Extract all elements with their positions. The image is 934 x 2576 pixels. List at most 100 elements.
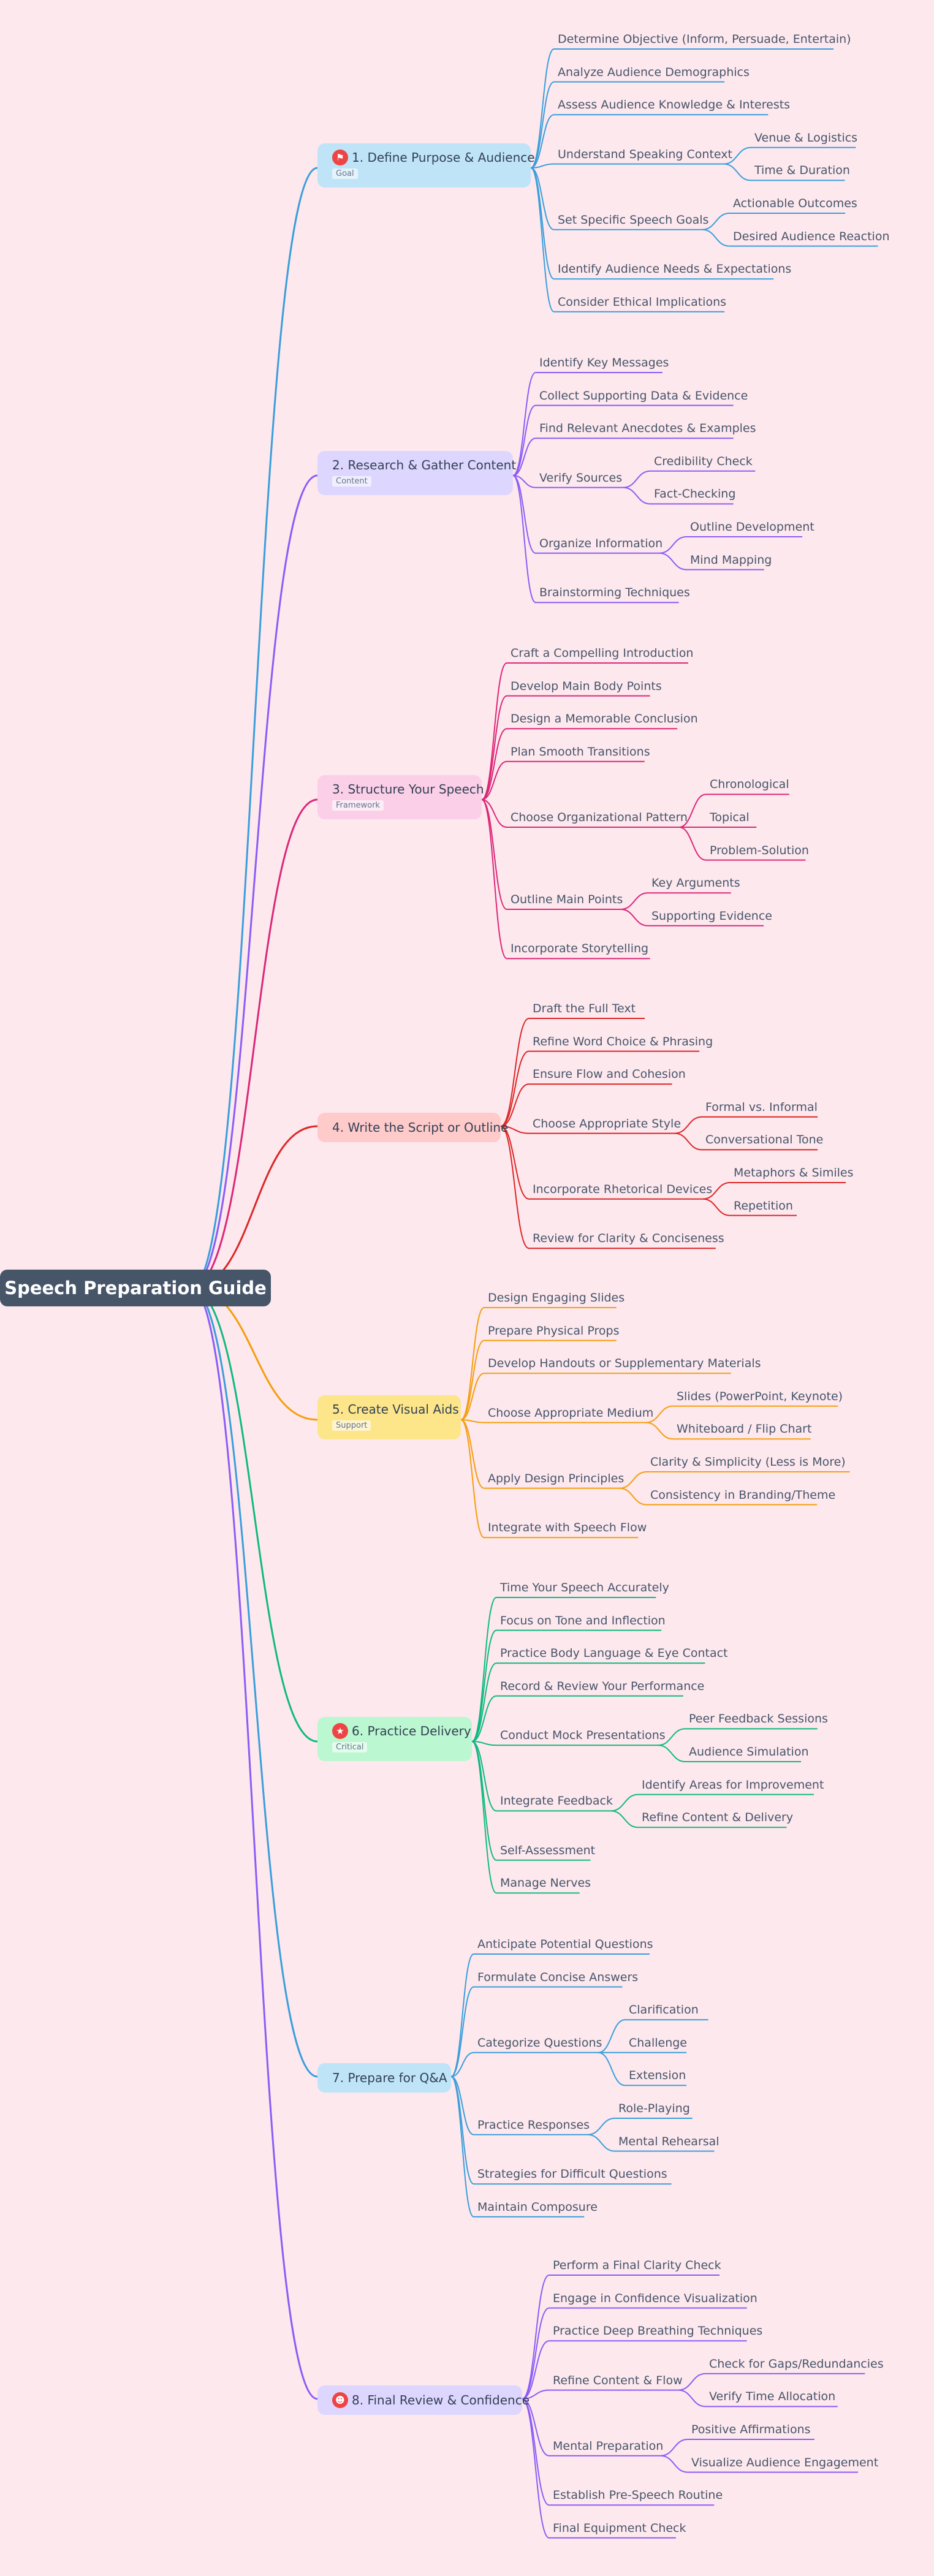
leaf-node-credibility-check[interactable]: Credibility Check xyxy=(654,454,753,468)
connector-line xyxy=(450,2076,474,2218)
leaf-node-peer-feedback-sessions[interactable]: Peer Feedback Sessions xyxy=(689,1712,828,1726)
child-node-practice-deep-breathing-techniques[interactable]: Practice Deep Breathing Techniques xyxy=(553,2324,763,2338)
child-node-categorize-questions[interactable]: Categorize Questions xyxy=(477,2036,602,2050)
child-node-incorporate-rhetorical-devices[interactable]: Incorporate Rhetorical Devices xyxy=(533,1182,713,1196)
child-node-focus-on-tone-and-inflection[interactable]: Focus on Tone and Inflection xyxy=(500,1613,666,1627)
child-node-choose-appropriate-medium[interactable]: Choose Appropriate Medium xyxy=(488,1406,654,1420)
root-node[interactable]: Speech Preparation Guide xyxy=(0,1270,271,1306)
child-node-engage-in-confidence-visualization[interactable]: Engage in Confidence Visualization xyxy=(553,2291,757,2305)
leaf-node-mental-rehearsal[interactable]: Mental Rehearsal xyxy=(618,2134,719,2148)
child-node-mental-preparation[interactable]: Mental Preparation xyxy=(553,2439,664,2453)
child-node-integrate-with-speech-flow[interactable]: Integrate with Speech Flow xyxy=(488,1521,647,1535)
branch-node-4[interactable]: 4. Write the Script or Outline xyxy=(317,1113,508,1142)
child-node-review-for-clarity-conciseness[interactable]: Review for Clarity & Conciseness xyxy=(533,1232,724,1246)
child-node-design-a-memorable-conclusion[interactable]: Design a Memorable Conclusion xyxy=(511,712,698,726)
child-node-time-your-speech-accurately[interactable]: Time Your Speech Accurately xyxy=(500,1581,669,1594)
leaf-node-key-arguments[interactable]: Key Arguments xyxy=(651,876,740,890)
child-node-develop-main-body-points[interactable]: Develop Main Body Points xyxy=(511,679,662,693)
leaf-node-check-for-gaps-redundancies[interactable]: Check for Gaps/Redundancies xyxy=(709,2357,884,2371)
child-node-ensure-flow-and-cohesion[interactable]: Ensure Flow and Cohesion xyxy=(533,1067,686,1082)
child-node-integrate-feedback[interactable]: Integrate Feedback xyxy=(500,1794,613,1808)
child-node-determine-objective-inform-persuade-entertain[interactable]: Determine Objective (Inform, Persuade, E… xyxy=(558,32,851,46)
child-node-find-relevant-anecdotes-examples[interactable]: Find Relevant Anecdotes & Examples xyxy=(539,422,756,436)
child-node-draft-the-full-text[interactable]: Draft the Full Text xyxy=(533,1002,636,1015)
child-node-identify-audience-needs-expectations[interactable]: Identify Audience Needs & Expectations xyxy=(558,262,792,276)
leaf-node-topical[interactable]: Topical xyxy=(710,811,750,824)
child-node-verify-sources[interactable]: Verify Sources xyxy=(539,471,623,485)
leaf-node-verify-time-allocation[interactable]: Verify Time Allocation xyxy=(709,2390,836,2404)
leaf-node-consistency-in-branding-theme[interactable]: Consistency in Branding/Theme xyxy=(650,1488,836,1502)
leaf-node-positive-affirmations[interactable]: Positive Affirmations xyxy=(691,2423,811,2436)
leaf-node-supporting-evidence[interactable]: Supporting Evidence xyxy=(651,909,772,923)
child-node-choose-appropriate-style[interactable]: Choose Appropriate Style xyxy=(533,1116,682,1131)
child-node-set-specific-speech-goals[interactable]: Set Specific Speech Goals xyxy=(558,213,709,227)
leaf-node-clarity-simplicity-less-is-more[interactable]: Clarity & Simplicity (Less is More) xyxy=(650,1455,846,1469)
leaf-node-metaphors-similes[interactable]: Metaphors & Similes xyxy=(734,1166,854,1180)
branch-node-8[interactable]: ☻8. Final Review & Confidence xyxy=(317,2385,530,2415)
child-node-organize-information[interactable]: Organize Information xyxy=(539,536,663,550)
child-node-refine-content-flow[interactable]: Refine Content & Flow xyxy=(553,2373,683,2387)
child-node-strategies-for-difficult-questions[interactable]: Strategies for Difficult Questions xyxy=(477,2167,667,2181)
leaf-node-conversational-tone[interactable]: Conversational Tone xyxy=(705,1133,824,1147)
child-node-consider-ethical-implications[interactable]: Consider Ethical Implications xyxy=(558,295,727,309)
child-node-formulate-concise-answers[interactable]: Formulate Concise Answers xyxy=(477,1970,639,1984)
child-node-apply-design-principles[interactable]: Apply Design Principles xyxy=(488,1471,625,1485)
leaf-node-fact-checking[interactable]: Fact-Checking xyxy=(654,487,736,501)
leaf-node-actionable-outcomes[interactable]: Actionable Outcomes xyxy=(733,197,857,210)
child-node-outline-main-points[interactable]: Outline Main Points xyxy=(511,893,623,906)
child-node-record-review-your-performance[interactable]: Record & Review Your Performance xyxy=(500,1679,705,1693)
child-node-prepare-physical-props[interactable]: Prepare Physical Props xyxy=(488,1324,620,1338)
leaf-node-problem-solution[interactable]: Problem-Solution xyxy=(710,843,809,857)
child-node-assess-audience-knowledge-interests[interactable]: Assess Audience Knowledge & Interests xyxy=(558,98,791,112)
child-node-brainstorming-techniques[interactable]: Brainstorming Techniques xyxy=(539,586,690,600)
leaf-node-outline-development[interactable]: Outline Development xyxy=(690,520,814,534)
connector-line xyxy=(645,1422,674,1440)
child-node-develop-handouts-or-supplementary-materials[interactable]: Develop Handouts or Supplementary Materi… xyxy=(488,1357,761,1371)
leaf-node-audience-simulation[interactable]: Audience Simulation xyxy=(689,1745,809,1759)
leaf-node-repetition[interactable]: Repetition xyxy=(734,1199,793,1213)
connector-line xyxy=(678,794,707,828)
child-node-understand-speaking-context[interactable]: Understand Speaking Context xyxy=(558,147,732,161)
child-node-craft-a-compelling-introduction[interactable]: Craft a Compelling Introduction xyxy=(511,646,694,660)
leaf-node-chronological[interactable]: Chronological xyxy=(710,778,789,792)
leaf-node-refine-content-delivery[interactable]: Refine Content & Delivery xyxy=(642,1811,794,1825)
child-node-refine-word-choice-phrasing[interactable]: Refine Word Choice & Phrasing xyxy=(533,1034,713,1048)
child-node-collect-supporting-data-evidence[interactable]: Collect Supporting Data & Evidence xyxy=(539,388,748,403)
leaf-node-whiteboard-flip-chart[interactable]: Whiteboard / Flip Chart xyxy=(677,1422,812,1436)
child-node-choose-organizational-pattern[interactable]: Choose Organizational Pattern xyxy=(511,811,688,824)
leaf-node-desired-audience-reaction[interactable]: Desired Audience Reaction xyxy=(733,229,890,243)
leaf-node-venue-logistics[interactable]: Venue & Logistics xyxy=(754,131,858,145)
leaf-node-formal-vs-informal[interactable]: Formal vs. Informal xyxy=(705,1100,818,1114)
leaf-node-identify-areas-for-improvement[interactable]: Identify Areas for Improvement xyxy=(642,1778,824,1792)
child-node-conduct-mock-presentations[interactable]: Conduct Mock Presentations xyxy=(500,1729,666,1743)
child-node-practice-body-language-eye-contact[interactable]: Practice Body Language & Eye Contact xyxy=(500,1646,728,1661)
leaf-node-mind-mapping[interactable]: Mind Mapping xyxy=(690,553,772,567)
child-node-identify-key-messages[interactable]: Identify Key Messages xyxy=(539,356,669,369)
leaf-node-challenge[interactable]: Challenge xyxy=(629,2036,687,2050)
child-node-final-equipment-check[interactable]: Final Equipment Check xyxy=(553,2521,686,2535)
child-node-analyze-audience-demographics[interactable]: Analyze Audience Demographics xyxy=(558,65,750,79)
child-node-self-assessment[interactable]: Self-Assessment xyxy=(500,1843,596,1857)
branch-node-7[interactable]: 7. Prepare for Q&A xyxy=(317,2063,451,2093)
child-node-manage-nerves[interactable]: Manage Nerves xyxy=(500,1876,591,1890)
leaf-node-visualize-audience-engagement[interactable]: Visualize Audience Engagement xyxy=(691,2455,879,2469)
child-node-perform-a-final-clarity-check[interactable]: Perform a Final Clarity Check xyxy=(553,2259,721,2272)
child-node-practice-responses[interactable]: Practice Responses xyxy=(477,2118,590,2132)
leaf-node-role-playing[interactable]: Role-Playing xyxy=(618,2102,690,2115)
child-node-design-engaging-slides[interactable]: Design Engaging Slides xyxy=(488,1291,625,1305)
connector-line xyxy=(598,2019,626,2053)
child-node-maintain-composure[interactable]: Maintain Composure xyxy=(477,2200,598,2214)
child-node-incorporate-storytelling[interactable]: Incorporate Storytelling xyxy=(511,942,649,956)
leaf-node-clarification[interactable]: Clarification xyxy=(629,2003,699,2017)
child-node-establish-pre-speech-routine[interactable]: Establish Pre-Speech Routine xyxy=(553,2488,723,2502)
child-node-anticipate-potential-questions[interactable]: Anticipate Potential Questions xyxy=(477,1938,653,1951)
leaf-node-time-duration[interactable]: Time & Duration xyxy=(754,164,850,178)
leaf-node-slides-powerpoint-keynote[interactable]: Slides (PowerPoint, Keynote) xyxy=(677,1389,843,1403)
child-node-plan-smooth-transitions[interactable]: Plan Smooth Transitions xyxy=(511,744,650,759)
leaf-node-extension[interactable]: Extension xyxy=(629,2069,686,2083)
